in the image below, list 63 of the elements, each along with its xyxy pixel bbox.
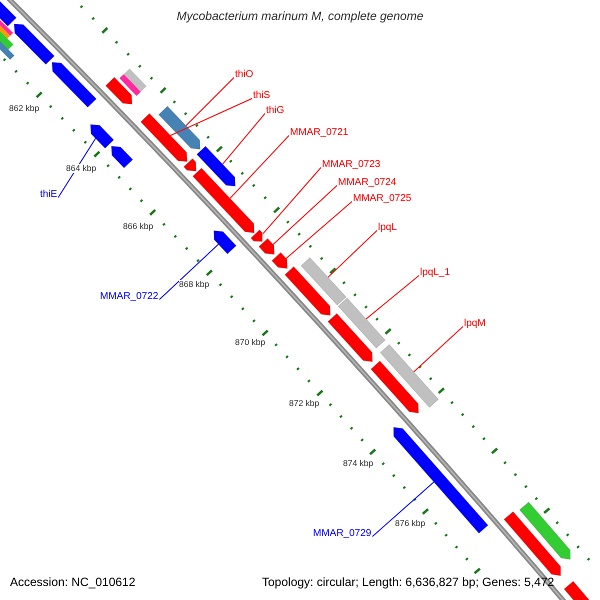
leader-line: [413, 326, 464, 372]
scale-label: 874 kbp: [343, 459, 374, 468]
leader-line: [222, 113, 266, 165]
gene-label: thiS: [253, 91, 270, 101]
gene-block: [90, 124, 114, 149]
gene-block: [14, 24, 55, 65]
footer-note: Accession: NC_010612: [10, 576, 136, 588]
gene-label: MMAR_0722: [100, 292, 158, 302]
gene-label: MMAR_0725: [353, 194, 412, 204]
gene-block: [271, 252, 288, 269]
gene-block: [380, 344, 439, 408]
gene-label: MMAR_0723: [322, 160, 380, 170]
gene-label: lpqL_1: [420, 268, 450, 278]
gene-block: [183, 158, 197, 172]
gene-block: [158, 106, 201, 150]
leader-line: [372, 481, 434, 537]
gene-block: [258, 238, 275, 255]
gene-label: thiE: [40, 190, 58, 200]
scale-label: 866 kbp: [123, 222, 154, 230]
gene-block: [393, 426, 488, 534]
scale-label: 872 kbp: [289, 399, 320, 408]
gene-block: [338, 298, 386, 349]
gene-block: [370, 360, 419, 414]
leader-line: [230, 135, 290, 199]
footer-note: Topology: circular; Length: 6,636,827 bp; Genes: 5,472: [262, 576, 554, 588]
gene-block: [124, 68, 147, 92]
leader-line: [158, 244, 219, 300]
gene-block: [120, 74, 141, 96]
leader-line: [366, 275, 420, 320]
gene-block: [213, 230, 237, 254]
leader-line: [186, 77, 234, 126]
leader-line: [286, 201, 352, 259]
leader-line: [262, 167, 322, 234]
scale-label: 862 kbp: [9, 104, 40, 112]
gene-label: thiG: [266, 106, 284, 116]
scale-label: 864 kbp: [66, 164, 96, 172]
title: Mycobacterium marinum M, complete genome: [176, 10, 424, 22]
leader-line: [58, 138, 96, 198]
scale-label: 868 kbp: [179, 280, 210, 288]
gene-label: MMAR_0729: [313, 529, 372, 539]
scale-label: 870 kbp: [235, 338, 266, 346]
gene-label: thiO: [235, 70, 254, 80]
gene-block: [284, 266, 331, 316]
leader-line: [170, 98, 252, 136]
gene-label: MMAR_0724: [338, 178, 396, 188]
gene-label: lpqL: [378, 223, 397, 233]
gene-block: [196, 146, 236, 187]
gene-block: [0, 0, 17, 27]
gene-block: [504, 511, 561, 576]
gene-block: [111, 146, 134, 168]
gene-block: [250, 229, 263, 242]
gene-block: [300, 257, 347, 306]
gene-block: [327, 313, 373, 362]
gene-block: [140, 113, 188, 162]
leader-line: [272, 185, 338, 245]
gene-block: [519, 502, 571, 560]
gene-block: [52, 62, 97, 108]
scale-label: 876 kbp: [395, 519, 426, 528]
leader-line: [328, 230, 378, 278]
gene-label: MMAR_0721: [290, 128, 348, 138]
gene-label: lpqM: [464, 319, 486, 329]
gene-block: [105, 76, 132, 105]
gene-block: [192, 168, 255, 234]
